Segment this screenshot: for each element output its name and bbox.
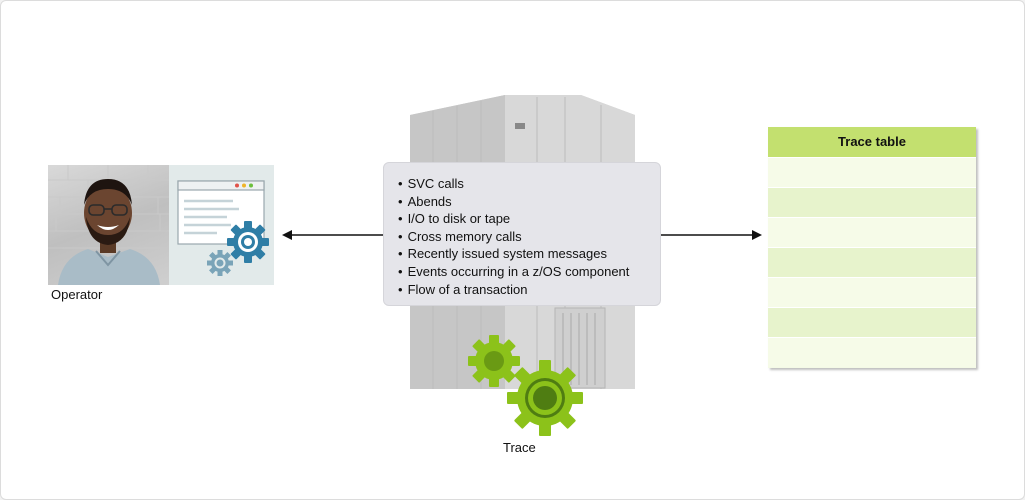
arrow-to-trace-table bbox=[660, 230, 762, 240]
list-item: I/O to disk or tape bbox=[398, 210, 646, 228]
trace-label: Trace bbox=[503, 440, 536, 455]
list-item: Recently issued system messages bbox=[398, 245, 646, 263]
table-row bbox=[768, 337, 976, 367]
operator-panel bbox=[48, 165, 274, 285]
table-row bbox=[768, 187, 976, 217]
list-item: SVC calls bbox=[398, 175, 646, 193]
trace-table: Trace table bbox=[768, 127, 976, 368]
gear-icon bbox=[507, 360, 583, 436]
arrow-to-operator bbox=[282, 230, 386, 240]
table-row bbox=[768, 307, 976, 337]
table-row bbox=[768, 277, 976, 307]
operator-photo bbox=[48, 165, 169, 285]
operator-label: Operator bbox=[51, 287, 103, 302]
list-item: Abends bbox=[398, 193, 646, 211]
table-row bbox=[768, 217, 976, 247]
traced-events-box: SVC calls Abends I/O to disk or tape Cro… bbox=[383, 162, 661, 306]
gear-icon bbox=[207, 250, 233, 276]
traced-events-list: SVC calls Abends I/O to disk or tape Cro… bbox=[398, 175, 646, 298]
trace-table-title: Trace table bbox=[768, 127, 976, 157]
table-row bbox=[768, 247, 976, 277]
table-row bbox=[768, 157, 976, 187]
operator-screen-panel bbox=[169, 165, 274, 285]
gear-icon bbox=[227, 221, 269, 263]
list-item: Events occurring in a z/OS component bbox=[398, 263, 646, 281]
list-item: Flow of a transaction bbox=[398, 281, 646, 299]
gear-icon bbox=[468, 335, 520, 387]
list-item: Cross memory calls bbox=[398, 228, 646, 246]
